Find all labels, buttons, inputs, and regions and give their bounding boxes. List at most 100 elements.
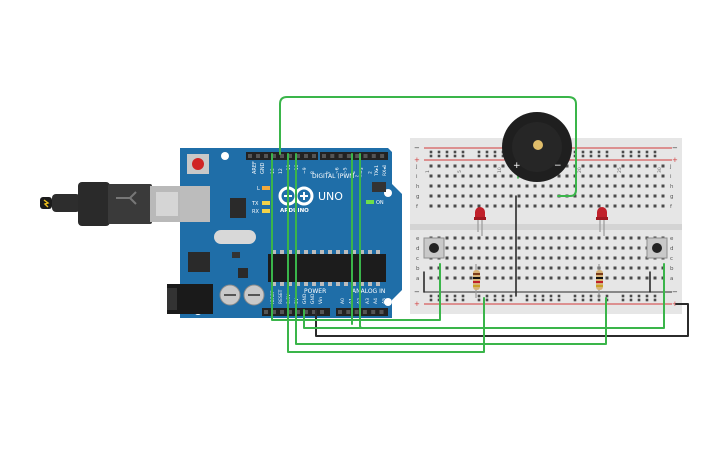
bb-hole[interactable] (549, 266, 553, 270)
bb-hole[interactable] (477, 164, 481, 168)
bb-hole[interactable] (461, 276, 465, 280)
bb-hole[interactable] (613, 256, 617, 260)
bb-hole[interactable] (597, 164, 601, 168)
bb-hole[interactable] (533, 266, 537, 270)
bb-hole[interactable] (485, 204, 489, 208)
bb-hole[interactable] (565, 256, 569, 260)
bb-rail-hole[interactable] (461, 150, 465, 154)
bb-hole[interactable] (429, 184, 433, 188)
bb-rail-hole[interactable] (645, 150, 649, 154)
bb-rail-hole[interactable] (637, 294, 641, 298)
bb-rail-hole[interactable] (589, 298, 593, 302)
header-hole[interactable] (346, 310, 351, 314)
bb-hole[interactable] (541, 256, 545, 260)
bb-hole[interactable] (557, 184, 561, 188)
bb-hole[interactable] (589, 276, 593, 280)
bb-hole[interactable] (629, 246, 633, 250)
bb-rail-hole[interactable] (445, 298, 449, 302)
header-hole[interactable] (312, 310, 316, 314)
bb-rail-hole[interactable] (501, 298, 505, 302)
bb-hole[interactable] (629, 164, 633, 168)
bb-hole[interactable] (501, 164, 505, 168)
bb-hole[interactable] (509, 256, 513, 260)
bb-hole[interactable] (613, 204, 617, 208)
bb-hole[interactable] (437, 204, 441, 208)
bb-hole[interactable] (517, 276, 521, 280)
bb-rail-hole[interactable] (525, 294, 529, 298)
header-hole[interactable] (362, 310, 367, 314)
header-hole[interactable] (330, 154, 335, 158)
bb-hole[interactable] (653, 184, 657, 188)
bb-hole[interactable] (525, 236, 529, 240)
bb-hole[interactable] (645, 194, 649, 198)
bb-hole[interactable] (533, 246, 537, 250)
bb-rail-hole[interactable] (437, 150, 441, 154)
bb-hole[interactable] (589, 236, 593, 240)
bb-hole[interactable] (605, 204, 609, 208)
bb-hole[interactable] (645, 204, 649, 208)
bb-rail-hole[interactable] (653, 150, 657, 154)
bb-hole[interactable] (477, 184, 481, 188)
bb-hole[interactable] (629, 174, 633, 178)
red-led-1[interactable] (474, 207, 486, 236)
bb-hole[interactable] (485, 246, 489, 250)
bb-rail-hole[interactable] (453, 150, 457, 154)
bb-hole[interactable] (613, 246, 617, 250)
bb-hole[interactable] (621, 246, 625, 250)
bb-hole[interactable] (653, 204, 657, 208)
bb-rail-hole[interactable] (477, 154, 481, 158)
bb-hole[interactable] (533, 194, 537, 198)
bb-hole[interactable] (637, 194, 641, 198)
bb-rail-hole[interactable] (629, 298, 633, 302)
bb-rail-hole[interactable] (605, 154, 609, 158)
bb-rail-hole[interactable] (533, 294, 537, 298)
bb-hole[interactable] (461, 256, 465, 260)
header-hole[interactable] (248, 154, 252, 158)
bb-hole[interactable] (541, 184, 545, 188)
bb-rail-hole[interactable] (453, 154, 457, 158)
bb-hole[interactable] (653, 174, 657, 178)
bb-hole[interactable] (517, 266, 521, 270)
bb-rail-hole[interactable] (485, 154, 489, 158)
bb-hole[interactable] (453, 256, 457, 260)
bb-hole[interactable] (557, 174, 561, 178)
bb-hole[interactable] (461, 164, 465, 168)
bb-hole[interactable] (477, 246, 481, 250)
bb-hole[interactable] (501, 174, 505, 178)
bb-hole[interactable] (581, 164, 585, 168)
bb-hole[interactable] (429, 174, 433, 178)
bb-hole[interactable] (509, 236, 513, 240)
bb-hole[interactable] (477, 204, 481, 208)
header-hole[interactable] (322, 154, 326, 158)
bb-hole[interactable] (533, 184, 537, 188)
bb-rail-hole[interactable] (461, 154, 465, 158)
bb-rail-hole[interactable] (589, 294, 593, 298)
bb-rail-hole[interactable] (453, 294, 457, 298)
bb-hole[interactable] (629, 204, 633, 208)
bb-hole[interactable] (533, 256, 537, 260)
bb-rail-hole[interactable] (581, 294, 585, 298)
bb-hole[interactable] (509, 204, 513, 208)
bb-hole[interactable] (477, 266, 481, 270)
bb-hole[interactable] (517, 204, 521, 208)
resistor-2[interactable] (596, 264, 603, 298)
bb-hole[interactable] (637, 184, 641, 188)
bb-hole[interactable] (445, 266, 449, 270)
bb-hole[interactable] (533, 204, 537, 208)
bb-hole[interactable] (565, 246, 569, 250)
bb-hole[interactable] (589, 194, 593, 198)
bb-hole[interactable] (573, 266, 577, 270)
bb-hole[interactable] (493, 236, 497, 240)
bb-hole[interactable] (461, 204, 465, 208)
bb-hole[interactable] (637, 246, 641, 250)
bb-hole[interactable] (557, 256, 561, 260)
header-hole[interactable] (379, 310, 384, 314)
bb-hole[interactable] (581, 174, 585, 178)
bb-rail-hole[interactable] (605, 294, 609, 298)
bb-hole[interactable] (581, 236, 585, 240)
bb-hole[interactable] (429, 164, 433, 168)
bb-hole[interactable] (589, 184, 593, 188)
bb-hole[interactable] (581, 194, 585, 198)
bb-rail-hole[interactable] (429, 298, 433, 302)
header-hole[interactable] (355, 154, 360, 158)
